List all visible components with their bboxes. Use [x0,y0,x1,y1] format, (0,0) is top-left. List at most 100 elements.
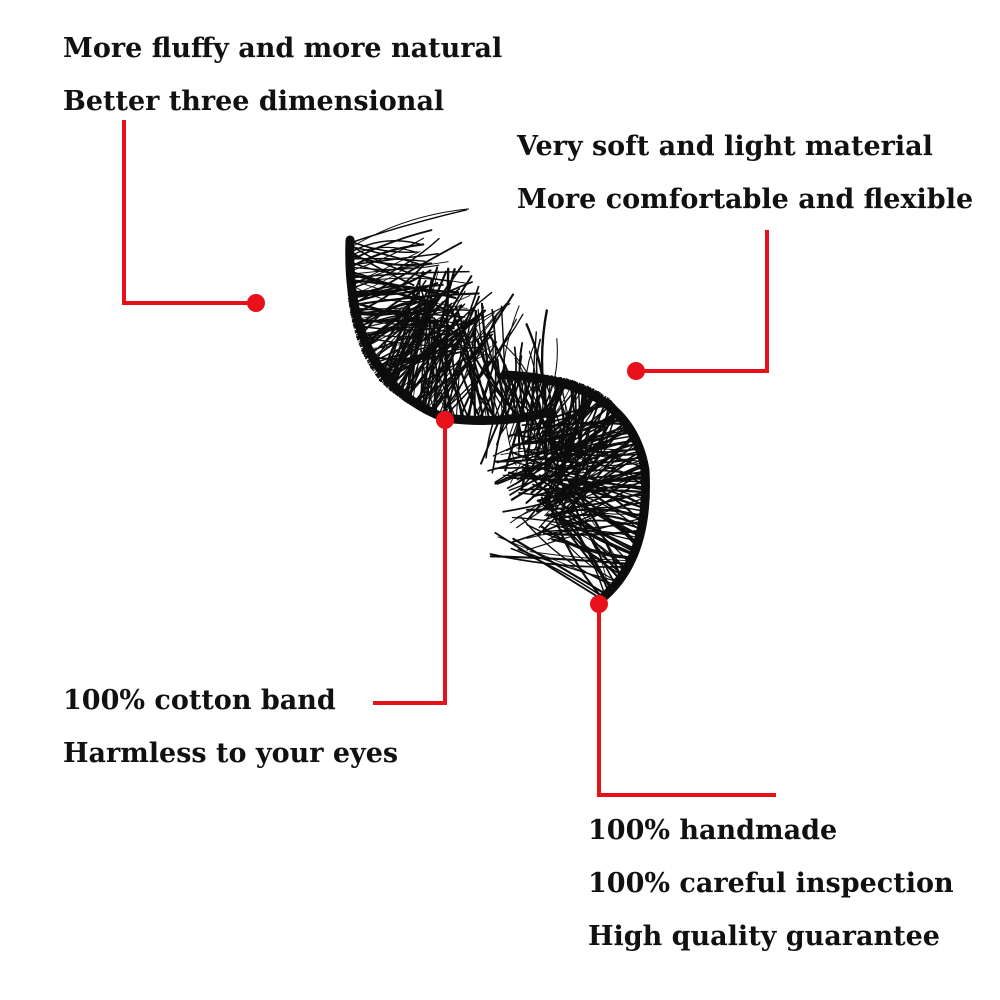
lash-hair [441,315,496,422]
lash-hair [386,290,428,388]
lash-hair [520,516,615,587]
callout-line-bottom-right [597,604,776,797]
lash-hair [494,531,603,600]
lash-hair [569,491,610,592]
lash-hair [409,266,439,405]
lash-hair [508,421,629,438]
lash-hair [347,237,440,290]
feature-text: 100% handmade [588,815,838,846]
lash-hair [555,525,626,572]
lash-hair [559,490,642,533]
lash-hair [406,315,419,404]
lash-hair [356,285,428,341]
lash-hair [347,237,425,273]
lash-hair [547,493,604,600]
lash-hair [521,400,612,427]
lash-hair [480,302,496,422]
lash-hair [415,319,431,408]
lash-hair [384,270,425,387]
feature-callout-top-right: Very soft and light material More comfor… [517,120,973,226]
lash-hair [491,373,512,474]
lash-hair [549,457,622,579]
feature-text: 100% careful inspection [588,868,954,899]
lash-hair [510,547,604,598]
feature-text: Harmless to your eyes [63,738,399,769]
lash-hair [508,374,560,477]
lash-hair [380,307,418,383]
lash-hair [492,419,626,457]
lash-hair [526,446,639,470]
lash-hair [539,459,625,573]
lash-hair [434,318,466,421]
lash-hair [524,450,642,457]
red-dot-icon [590,595,608,613]
lash-hair [480,373,521,465]
callout-line-bottom-left [373,420,447,705]
lash-hair [372,290,421,371]
red-dot-icon [627,362,645,380]
lash-hair [423,317,448,419]
lash-hair [553,466,617,585]
lash-hair [509,429,632,496]
lash-hair [496,358,509,421]
callout-line-top-left [122,120,256,305]
feature-text: More comfortable and flexible [517,184,974,215]
red-dot-icon [247,294,265,312]
lash-hair [419,288,434,411]
lash-hair [441,332,475,418]
lash-hair [551,504,630,564]
lash-hair [568,481,646,508]
red-dot-icon [436,411,454,429]
lash-hair [549,445,643,463]
lash-hair [483,361,514,420]
callout-line-top-right [636,230,769,373]
lash-hair [495,373,524,446]
lash-hair [429,285,480,415]
lash-hair [417,280,438,417]
lash-hair [426,321,436,414]
feature-text: High quality guarantee [588,921,940,952]
lash-hair [348,261,415,297]
lash-hair [349,240,418,254]
lash-hair [547,397,610,438]
lash-hair [358,281,473,345]
lash-hair [510,376,555,484]
lash-hair [347,257,426,263]
lash-hair [551,447,646,486]
lash-hair [514,434,644,469]
feature-callout-bottom-right: 100% handmade 100% careful inspection Hi… [588,804,954,963]
lash-hair [347,251,421,287]
feature-callout-bottom-left: 100% cotton band Harmless to your eyes [63,674,398,780]
lash-hair [527,374,541,443]
lash-hair [443,267,450,420]
lash-hair [505,476,646,489]
lash-hair [539,383,583,440]
lash-hair [542,432,633,469]
lash-hair [517,373,535,450]
lash-hair [508,374,542,440]
lash-hair [349,241,463,308]
lash-hair [459,323,522,419]
callout-markers [247,294,645,613]
left-eyelash-hairs [346,208,558,422]
lash-hair [347,229,433,263]
lash-hair [423,268,456,413]
lash-hair [437,338,454,420]
lash-hair [451,335,471,421]
feature-text: Very soft and light material [517,131,933,162]
lash-hair [348,209,468,244]
lash-hair [347,263,427,289]
lash-hair [494,466,645,476]
lash-hair [347,243,425,270]
lash-hair [457,363,483,422]
lash-hair [540,525,633,560]
lash-hair [464,354,474,422]
lash-hair [574,473,644,521]
lash-hair [516,447,646,481]
lash-hair [494,439,637,485]
lash-hair [348,246,415,257]
lash-hair [512,537,608,596]
lash-hair [426,338,457,420]
lash-hair [507,471,646,510]
